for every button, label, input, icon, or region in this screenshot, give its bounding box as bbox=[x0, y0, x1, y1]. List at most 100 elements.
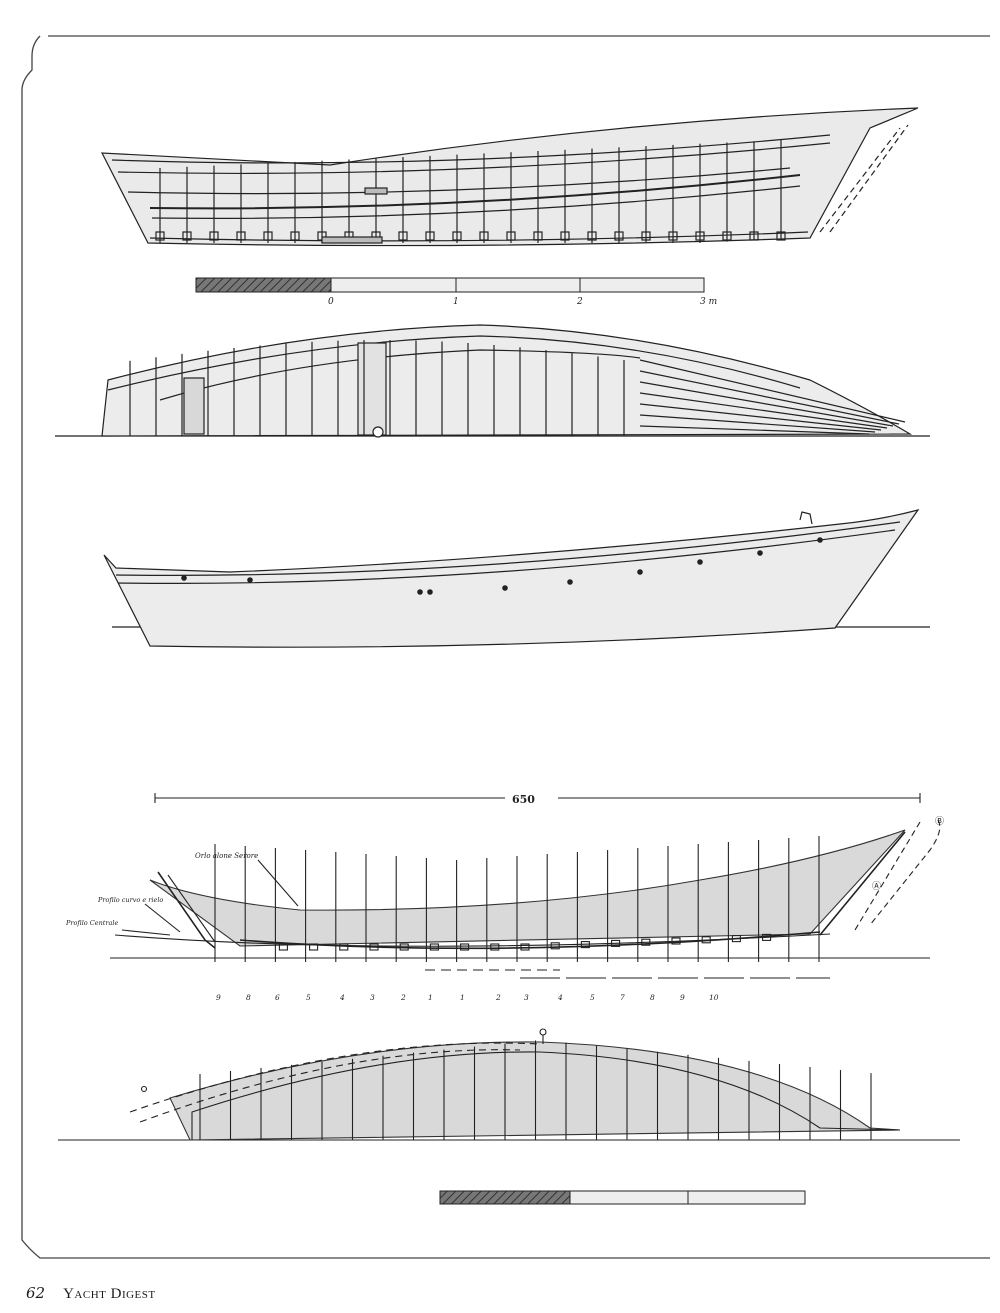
plank bbox=[639, 425, 870, 435]
keel-block bbox=[399, 943, 409, 951]
annotation-profilo-curvo: Profilo curvo e rielo bbox=[97, 896, 163, 904]
keel-block bbox=[278, 943, 288, 951]
keel-block bbox=[580, 941, 590, 949]
plank bbox=[639, 370, 900, 425]
rib-block bbox=[695, 231, 705, 241]
hull-outboard-profile bbox=[103, 509, 930, 648]
keel-block bbox=[460, 943, 470, 951]
station-label: 4 bbox=[339, 993, 345, 1002]
half-breadth-plan bbox=[58, 1028, 960, 1141]
planking-lines bbox=[639, 359, 906, 435]
station-label: 3 bbox=[370, 993, 375, 1002]
station-label: 9 bbox=[680, 993, 685, 1002]
rib-block bbox=[668, 231, 678, 241]
lines-plan-profile: 650 Orlo alone Serore Profilo curvo e ri… bbox=[65, 793, 944, 1002]
rib-block bbox=[506, 231, 516, 241]
keel-block bbox=[369, 943, 379, 951]
scale-bar-2 bbox=[439, 1190, 806, 1205]
station-label: 1 bbox=[428, 993, 433, 1002]
station-label: 3 bbox=[524, 993, 529, 1002]
keel-block bbox=[309, 943, 319, 951]
rivet bbox=[247, 577, 253, 583]
marker-a: Ⓐ bbox=[872, 881, 881, 892]
station-label: 7 bbox=[620, 993, 625, 1002]
rib-block bbox=[290, 231, 300, 241]
station-label: 2 bbox=[400, 993, 406, 1002]
magazine-title: Yacht Digest bbox=[63, 1286, 156, 1302]
scale-label-3: 3 m bbox=[700, 297, 717, 307]
station-label: 5 bbox=[306, 993, 311, 1002]
rivet bbox=[427, 589, 433, 595]
station-label: 2 bbox=[495, 993, 501, 1002]
rib-block bbox=[749, 231, 759, 241]
rib-block bbox=[479, 231, 489, 241]
rib-block bbox=[236, 231, 246, 241]
rib-block bbox=[614, 231, 624, 241]
station-label: 10 bbox=[709, 993, 719, 1002]
rivet bbox=[637, 569, 643, 575]
hull-structure-profile bbox=[100, 107, 919, 247]
keel-block bbox=[429, 943, 439, 951]
scale-bar-1: 0 1 2 3 m bbox=[195, 277, 717, 307]
plank bbox=[639, 392, 888, 429]
keel-block bbox=[731, 935, 741, 943]
rib-block bbox=[587, 231, 597, 241]
page-number: 62 bbox=[26, 1284, 46, 1302]
station-label: 6 bbox=[275, 993, 280, 1002]
rib-block bbox=[641, 231, 651, 241]
rivet bbox=[697, 559, 703, 565]
rivet bbox=[567, 579, 573, 585]
station-label: 5 bbox=[590, 993, 595, 1002]
scale-label-2: 2 bbox=[576, 297, 583, 307]
keel-block bbox=[520, 943, 530, 951]
keel-blocks bbox=[278, 933, 772, 951]
rib-block bbox=[209, 231, 219, 241]
annotation-profilo-centrale: Profilo Centrale bbox=[65, 919, 118, 927]
station-labels: 9 8 6 5 4 3 2 1 1 2 3 4 5 7 8 9 10 bbox=[216, 993, 719, 1002]
station-label: 1 bbox=[460, 993, 465, 1002]
rib-block bbox=[182, 231, 192, 241]
rib-block bbox=[155, 231, 165, 241]
plank bbox=[639, 381, 894, 427]
rib-block bbox=[452, 231, 462, 241]
rib-block bbox=[776, 231, 786, 241]
station-label: 9 bbox=[216, 993, 221, 1002]
station-label: 8 bbox=[246, 993, 251, 1002]
rib-block bbox=[425, 231, 435, 241]
breadth-station-lines bbox=[199, 1040, 872, 1140]
keel-block bbox=[611, 939, 621, 947]
plank bbox=[639, 403, 882, 431]
rib-block bbox=[722, 231, 732, 241]
keel-block bbox=[550, 942, 560, 950]
rivet bbox=[502, 585, 508, 591]
rivet bbox=[757, 550, 763, 556]
interior-ribs bbox=[129, 340, 625, 436]
page-footer: 62 Yacht Digest bbox=[26, 1284, 156, 1308]
keel-block bbox=[762, 933, 772, 941]
keel-block bbox=[641, 938, 651, 946]
plank bbox=[639, 414, 876, 433]
marker-b: Ⓑ bbox=[935, 816, 944, 827]
scale-label-1: 1 bbox=[453, 297, 459, 307]
station-lines bbox=[214, 836, 820, 962]
rib-block bbox=[533, 231, 543, 241]
rivet bbox=[181, 575, 187, 581]
keel-block bbox=[671, 937, 681, 945]
station-label: 4 bbox=[557, 993, 563, 1002]
rivet bbox=[817, 537, 823, 543]
annotation-orlo: Orlo alone Serore bbox=[195, 852, 258, 860]
keel-block bbox=[490, 943, 500, 951]
rib-block bbox=[263, 231, 273, 241]
rivet bbox=[417, 589, 423, 595]
hull-interior-view bbox=[55, 324, 930, 438]
page-border bbox=[21, 35, 990, 1259]
rib-block bbox=[560, 231, 570, 241]
keel-block bbox=[701, 936, 711, 944]
plank bbox=[639, 359, 906, 423]
station-label: 8 bbox=[650, 993, 655, 1002]
overall-length-label: 650 bbox=[512, 793, 535, 806]
keel-block bbox=[339, 943, 349, 951]
rib-block bbox=[398, 231, 408, 241]
scale-label-0: 0 bbox=[328, 297, 334, 307]
